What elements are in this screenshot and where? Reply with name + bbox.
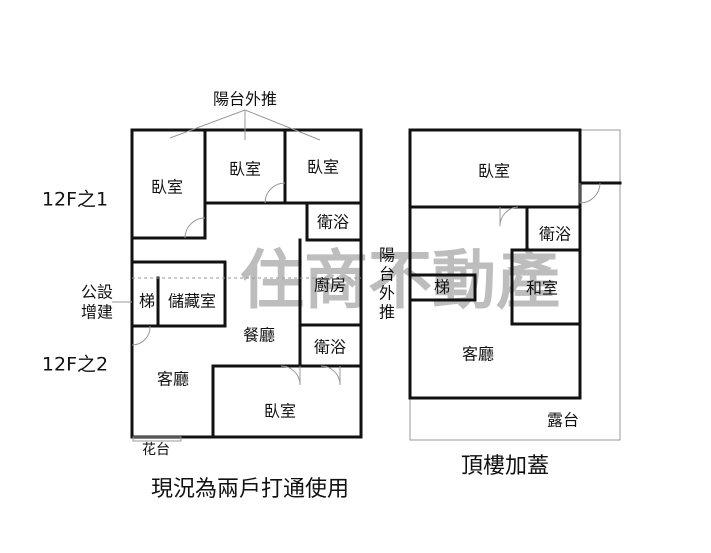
right-floor-plan: 陽 台 外 推 臥室 衛浴 梯 和室 客廳 露台 頂樓加蓋: [379, 128, 622, 479]
room-storage: 儲藏室: [168, 292, 216, 311]
room-japanese: 和室: [526, 279, 558, 298]
room-bathroom: 衛浴: [539, 225, 571, 244]
planter-label: 花台: [142, 442, 170, 458]
balcony-note-char: 外: [379, 284, 395, 303]
room-bedroom: 臥室: [151, 178, 183, 197]
unit-label-2: 12F之2: [42, 354, 108, 376]
room-stair: 梯: [139, 292, 155, 311]
room-bedroom: 臥室: [264, 402, 296, 421]
outer-wall: [130, 128, 363, 439]
balcony-note-char: 台: [379, 265, 395, 284]
room-bedroom: 臥室: [229, 160, 261, 179]
room-kitchen: 廚房: [314, 276, 346, 295]
room-living: 客廳: [157, 370, 189, 389]
door-swings: [131, 182, 341, 386]
room-stair: 梯: [434, 278, 450, 297]
balcony-note: 陽台外推: [213, 90, 277, 109]
room-living: 客廳: [462, 345, 494, 364]
planter-outline: [132, 436, 182, 442]
balcony-note-char: 推: [379, 303, 395, 322]
left-plan-caption: 現況為兩戶打通使用: [151, 477, 349, 502]
room-bathroom: 衛浴: [317, 213, 349, 232]
room-bedroom: 臥室: [478, 162, 510, 181]
balcony-pointer-lines: [169, 109, 321, 141]
watermark-logo-text: 住商不動產: [240, 245, 560, 319]
interior-walls: [408, 181, 622, 326]
right-plan-caption: 頂樓加蓋: [461, 454, 549, 479]
unit-label-1: 12F之1: [42, 189, 108, 211]
public-addition-line-2: 增建: [81, 303, 113, 322]
room-bathroom: 衛浴: [314, 338, 346, 357]
left-floor-plan: 12F之1 12F之2 陽台外推 公設 增建 臥室 臥室 臥室 衛浴 廚房 梯 …: [42, 90, 363, 502]
balcony-note-char: 陽: [379, 246, 395, 265]
outer-wall: [408, 128, 582, 400]
room-dining: 餐廳: [243, 326, 275, 345]
public-addition-line-1: 公設: [81, 283, 113, 302]
door-swings: [499, 182, 601, 227]
room-terrace: 露台: [547, 411, 579, 430]
room-bedroom: 臥室: [307, 158, 339, 177]
